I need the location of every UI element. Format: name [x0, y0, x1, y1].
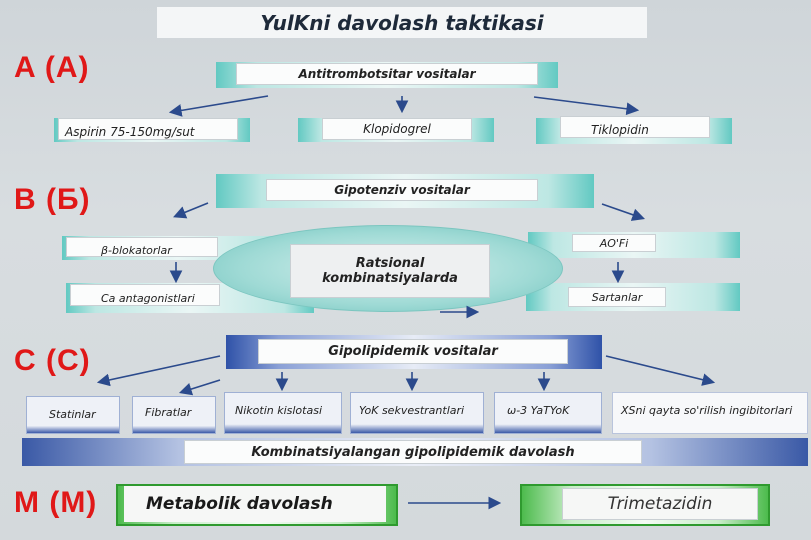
c-item-yok-box: YoK sekvestrantlari	[350, 392, 484, 434]
c-combined: Kombinatsiyalangan gipolipidemik davolas…	[184, 440, 642, 464]
c-item-statinlar-box: Statinlar	[26, 396, 120, 434]
m-left-label: Metabolik davolash	[124, 486, 386, 522]
a-item-klopidogrel: Klopidogrel	[322, 118, 472, 140]
c-item-xs: XSni qayta so'rilish ingibitorlari	[621, 404, 793, 417]
section-m-letter: M (M)	[14, 486, 98, 519]
arrow-b-right	[601, 203, 646, 221]
b-item-beta-blockers: β-blokatorlar	[66, 237, 218, 257]
arrow-c-xs	[605, 355, 716, 386]
a-item-aspirin: Aspirin 75-150mg/sut	[58, 118, 238, 140]
arrow-a-left	[168, 95, 269, 117]
c-item-statinlar: Statinlar	[49, 408, 96, 421]
b-center-box: Ratsional kombinatsiyalarda	[290, 244, 490, 298]
section-b-header: Gipotenziv vositalar	[266, 179, 538, 201]
b-item-sartans: Sartanlar	[568, 287, 666, 307]
arrow-a-right	[533, 96, 640, 116]
section-a-letter: A (A)	[14, 51, 90, 84]
c-item-fibratlar-box: Fibratlar	[132, 396, 216, 434]
section-b-letter: B (Б)	[14, 183, 91, 216]
c-item-xs-box: XSni qayta so'rilish ingibitorlari	[612, 392, 808, 434]
arrow-b-left	[173, 202, 209, 219]
page-title: YulKni davolash taktikasi	[260, 10, 544, 35]
title-box: YulKni davolash taktikasi	[157, 7, 647, 38]
b-item-ca-antagonists: Ca antagonistlari	[70, 284, 220, 306]
c-item-omega-box: ω-3 YaTYoK	[494, 392, 602, 434]
a-item-tiklopidin: Tiklopidin	[560, 116, 710, 138]
c-item-omega: ω-3 YaTYoK	[507, 404, 570, 417]
c-item-nikotin: Nikotin kislotasi	[235, 404, 323, 417]
c-item-nikotin-box: Nikotin kislotasi	[224, 392, 342, 434]
m-right-label: Trimetazidin	[562, 488, 758, 520]
section-c-letter: C (C)	[14, 344, 91, 377]
b-item-aofi: AO'Fi	[572, 234, 656, 252]
section-a-header: Antitrombotsitar vositalar	[236, 63, 538, 85]
c-item-fibratlar: Fibratlar	[145, 406, 192, 419]
arrow-c-statinlar	[96, 355, 221, 387]
section-c-header: Gipolipidemik vositalar	[258, 339, 568, 364]
c-item-yok: YoK sekvestrantlari	[359, 404, 465, 417]
arrow-c-fibratlar	[178, 379, 221, 396]
